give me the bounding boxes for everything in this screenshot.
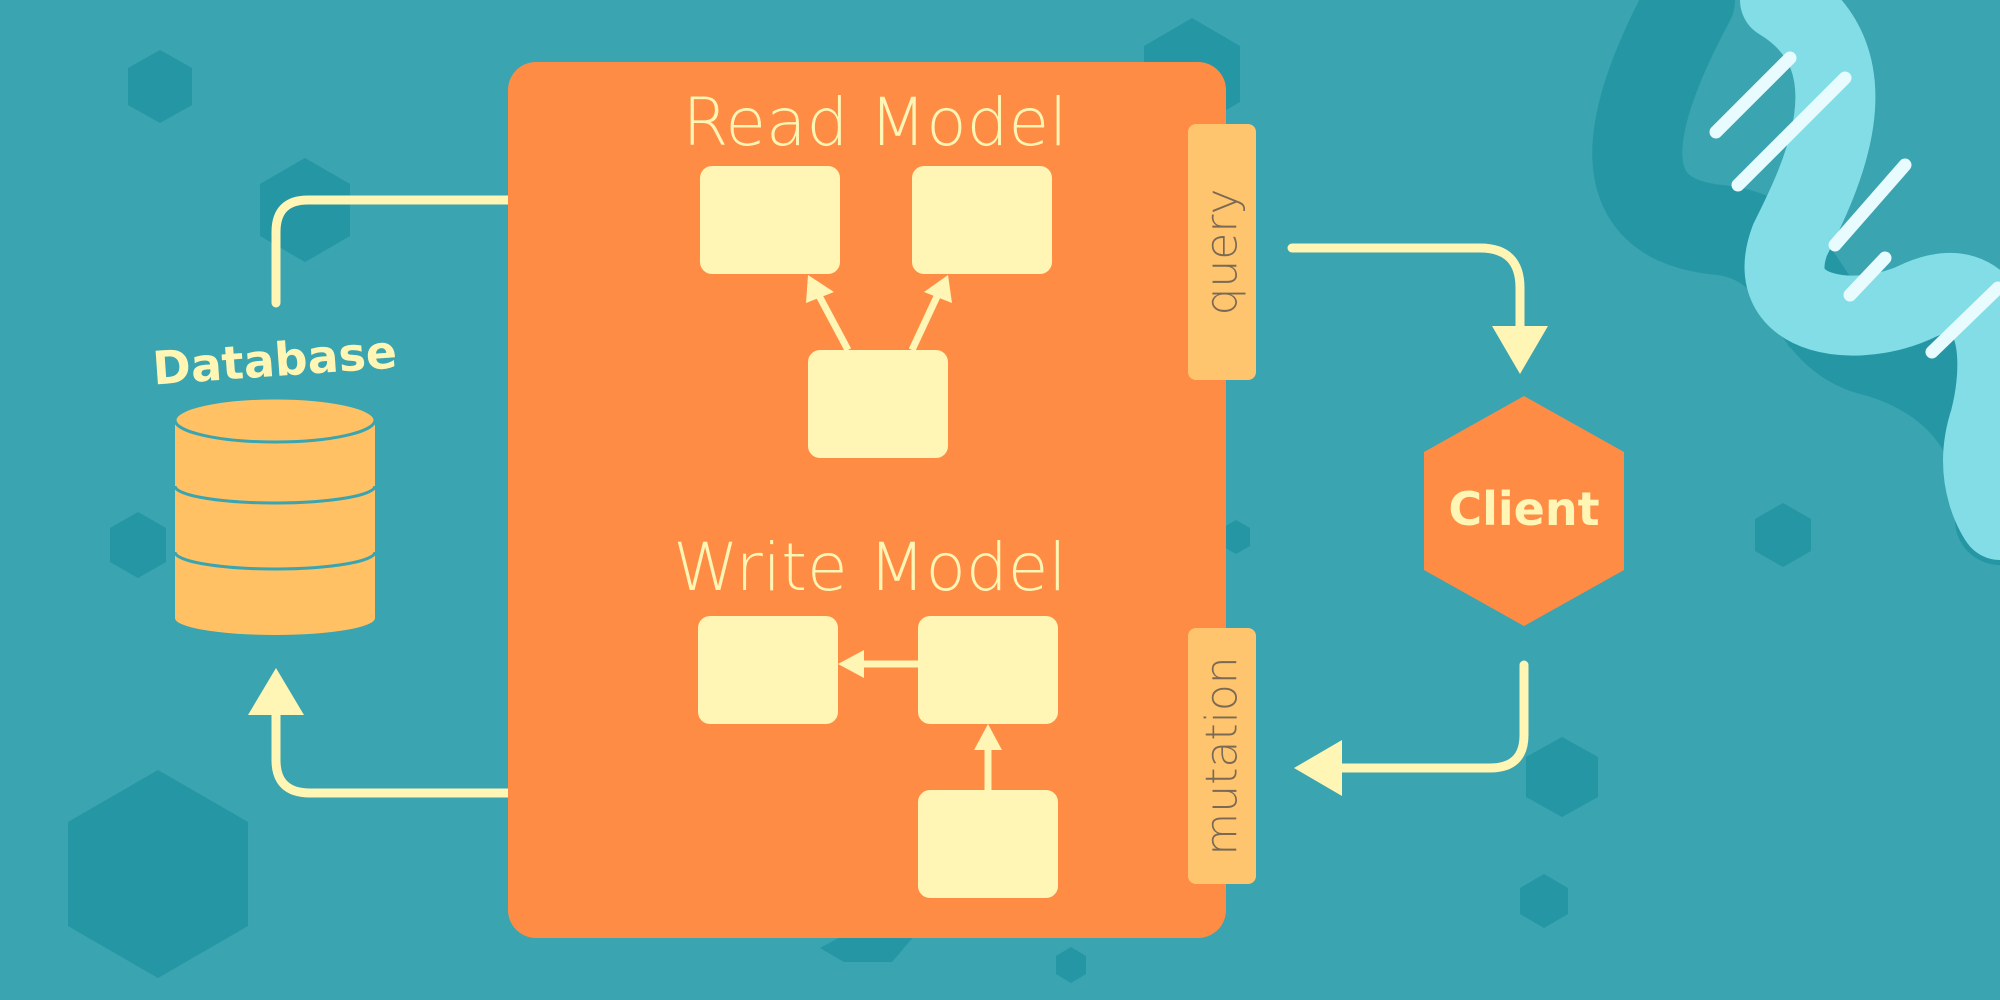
- write-model-node: [918, 790, 1058, 898]
- write-model-node: [698, 616, 838, 724]
- read-model-node: [808, 350, 948, 458]
- arrow-query-to-client: [1287, 243, 1525, 335]
- write-model-node: [918, 616, 1058, 724]
- client-hexagon: [1424, 396, 1624, 626]
- client-node[interactable]: Client: [1424, 396, 1624, 626]
- hexagon-decoration: [1056, 947, 1086, 983]
- database-cylinder-icon: [173, 396, 377, 635]
- write-model-title: Write Model: [673, 529, 1066, 606]
- arrowhead-icon: [838, 650, 864, 678]
- service-panel: query mutation: [508, 62, 1256, 938]
- arrowhead-icon: [1492, 326, 1548, 374]
- background-hexagons: [68, 18, 1852, 983]
- read-model-edge: [908, 288, 944, 352]
- hexagon-decoration: [1755, 503, 1811, 567]
- database-label: Database: [151, 325, 399, 396]
- database-group: Database: [151, 325, 399, 635]
- client-label: Client: [1448, 482, 1599, 536]
- read-model-edge: [812, 288, 852, 352]
- dna-helix-icon: [1592, 0, 2000, 565]
- query-tab-label: query: [1197, 188, 1248, 315]
- read-model-title: Read Model: [683, 84, 1068, 161]
- hexagon-decoration: [260, 158, 350, 262]
- arrowhead-icon: [974, 724, 1002, 750]
- hexagon-decoration: [128, 50, 192, 123]
- hexagon-decoration: [110, 512, 166, 578]
- arrowhead-icon: [1294, 740, 1342, 796]
- hexagon-decoration: [1222, 520, 1250, 554]
- mutation-tab-label: mutation: [1197, 656, 1248, 855]
- read-model: Read Model: [683, 84, 1068, 458]
- read-model-node: [700, 166, 840, 274]
- arrowhead-icon: [924, 275, 952, 303]
- arrow-write-model-to-database: [271, 707, 637, 798]
- query-tab[interactable]: query: [1188, 124, 1256, 380]
- arrow-client-to-mutation: [1335, 660, 1529, 773]
- arrowhead-icon: [806, 275, 834, 303]
- mutation-tab[interactable]: mutation: [1188, 628, 1256, 884]
- read-model-node: [912, 166, 1052, 274]
- hexagon-decoration: [820, 935, 915, 962]
- hexagon-decoration: [68, 770, 248, 978]
- hexagon-decoration: [1520, 874, 1568, 928]
- hexagon-decoration: [1526, 737, 1598, 817]
- write-model: Write Model: [673, 529, 1067, 898]
- arrowhead-icon: [248, 668, 304, 715]
- arrow-database-to-read-model: [271, 195, 613, 308]
